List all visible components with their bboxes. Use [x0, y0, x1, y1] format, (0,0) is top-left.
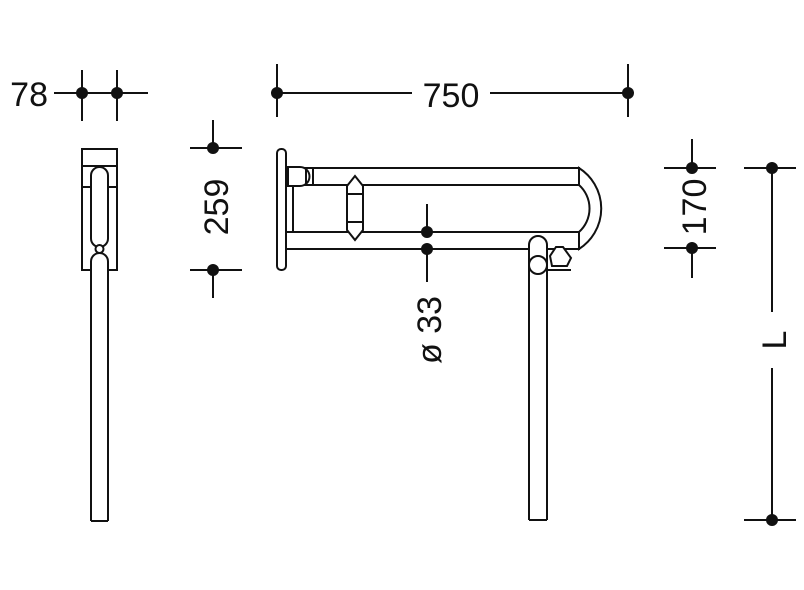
height-dot-bottom	[207, 264, 219, 276]
depth-dot-right	[111, 87, 123, 99]
depth-label: 78	[10, 76, 48, 114]
u-bend	[578, 166, 603, 251]
diameter-dot-bottom	[421, 243, 433, 255]
upper-rail	[285, 167, 580, 186]
width-label: 750	[423, 77, 480, 115]
side-leg-body	[91, 262, 108, 521]
support-leg-fill	[530, 248, 546, 519]
lock-knob	[548, 246, 573, 267]
hinge-bracket	[287, 166, 311, 187]
length-label: L	[756, 331, 794, 350]
dimension-diameter: ø 33	[411, 204, 449, 364]
length-dot-bottom	[766, 514, 778, 526]
side-grip	[90, 166, 109, 248]
spacing-dot-bottom	[686, 242, 698, 254]
height-dot-top	[207, 142, 219, 154]
damper-body	[346, 174, 364, 242]
dimension-width: 750	[271, 64, 634, 117]
height-label: 259	[198, 179, 236, 236]
wall-plate	[276, 148, 287, 271]
dimension-bar-spacing: 170	[664, 139, 716, 278]
width-dot-left	[271, 87, 283, 99]
dimension-height: 259	[190, 120, 242, 298]
leg-joint	[528, 255, 548, 275]
diameter-label: ø 33	[411, 296, 449, 364]
spacing-dot-top	[686, 162, 698, 174]
dimension-length: L	[744, 162, 796, 526]
dimension-depth: 78	[10, 70, 148, 121]
side-hinge	[94, 244, 105, 254]
side-view	[81, 148, 118, 522]
length-dot-top	[766, 162, 778, 174]
bar-spacing-label: 170	[676, 179, 714, 236]
width-dot-right	[622, 87, 634, 99]
diameter-dot-top	[421, 226, 433, 238]
front-view	[276, 148, 603, 521]
depth-dot-left	[76, 87, 88, 99]
